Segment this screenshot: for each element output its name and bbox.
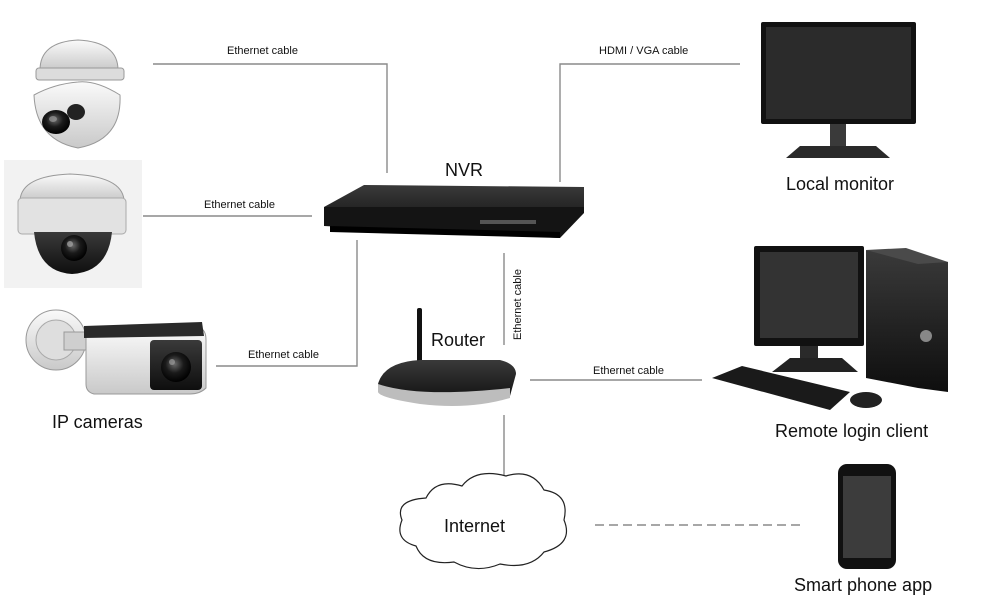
smartphone-icon xyxy=(838,464,896,569)
cable-label-cam1: Ethernet cable xyxy=(227,45,298,57)
nvr-recorder-icon xyxy=(324,185,584,238)
cable-label-client: Ethernet cable xyxy=(593,365,664,377)
remote-pc-icon xyxy=(712,246,948,410)
internet-cloud-icon xyxy=(399,473,568,570)
dome-camera-icon xyxy=(4,160,142,288)
smartphone-label: Smart phone app xyxy=(794,575,933,595)
cable-label-monitor: HDMI / VGA cable xyxy=(599,45,689,57)
local-monitor-label: Local monitor xyxy=(786,174,895,194)
router-label: Router xyxy=(431,330,486,350)
cable-nvr-monitor xyxy=(559,63,740,182)
cable-label-cam3: Ethernet cable xyxy=(248,349,319,361)
bullet-camera-icon xyxy=(25,309,207,395)
nvr-label: NVR xyxy=(445,160,484,180)
cable-cam3-router xyxy=(216,240,358,367)
internet-label: Internet xyxy=(444,516,506,536)
router-icon xyxy=(378,308,516,406)
turret-camera-icon xyxy=(33,39,125,149)
cable-label-nvr-router: Ethernet cable xyxy=(512,269,524,340)
remote-client-label: Remote login client xyxy=(775,421,929,441)
local-monitor-icon xyxy=(761,22,916,158)
cable-cam1-nvr xyxy=(153,63,388,173)
ip-cameras-label: IP cameras xyxy=(52,412,143,432)
cable-label-cam2: Ethernet cable xyxy=(204,199,275,211)
connection-lines xyxy=(143,63,800,526)
